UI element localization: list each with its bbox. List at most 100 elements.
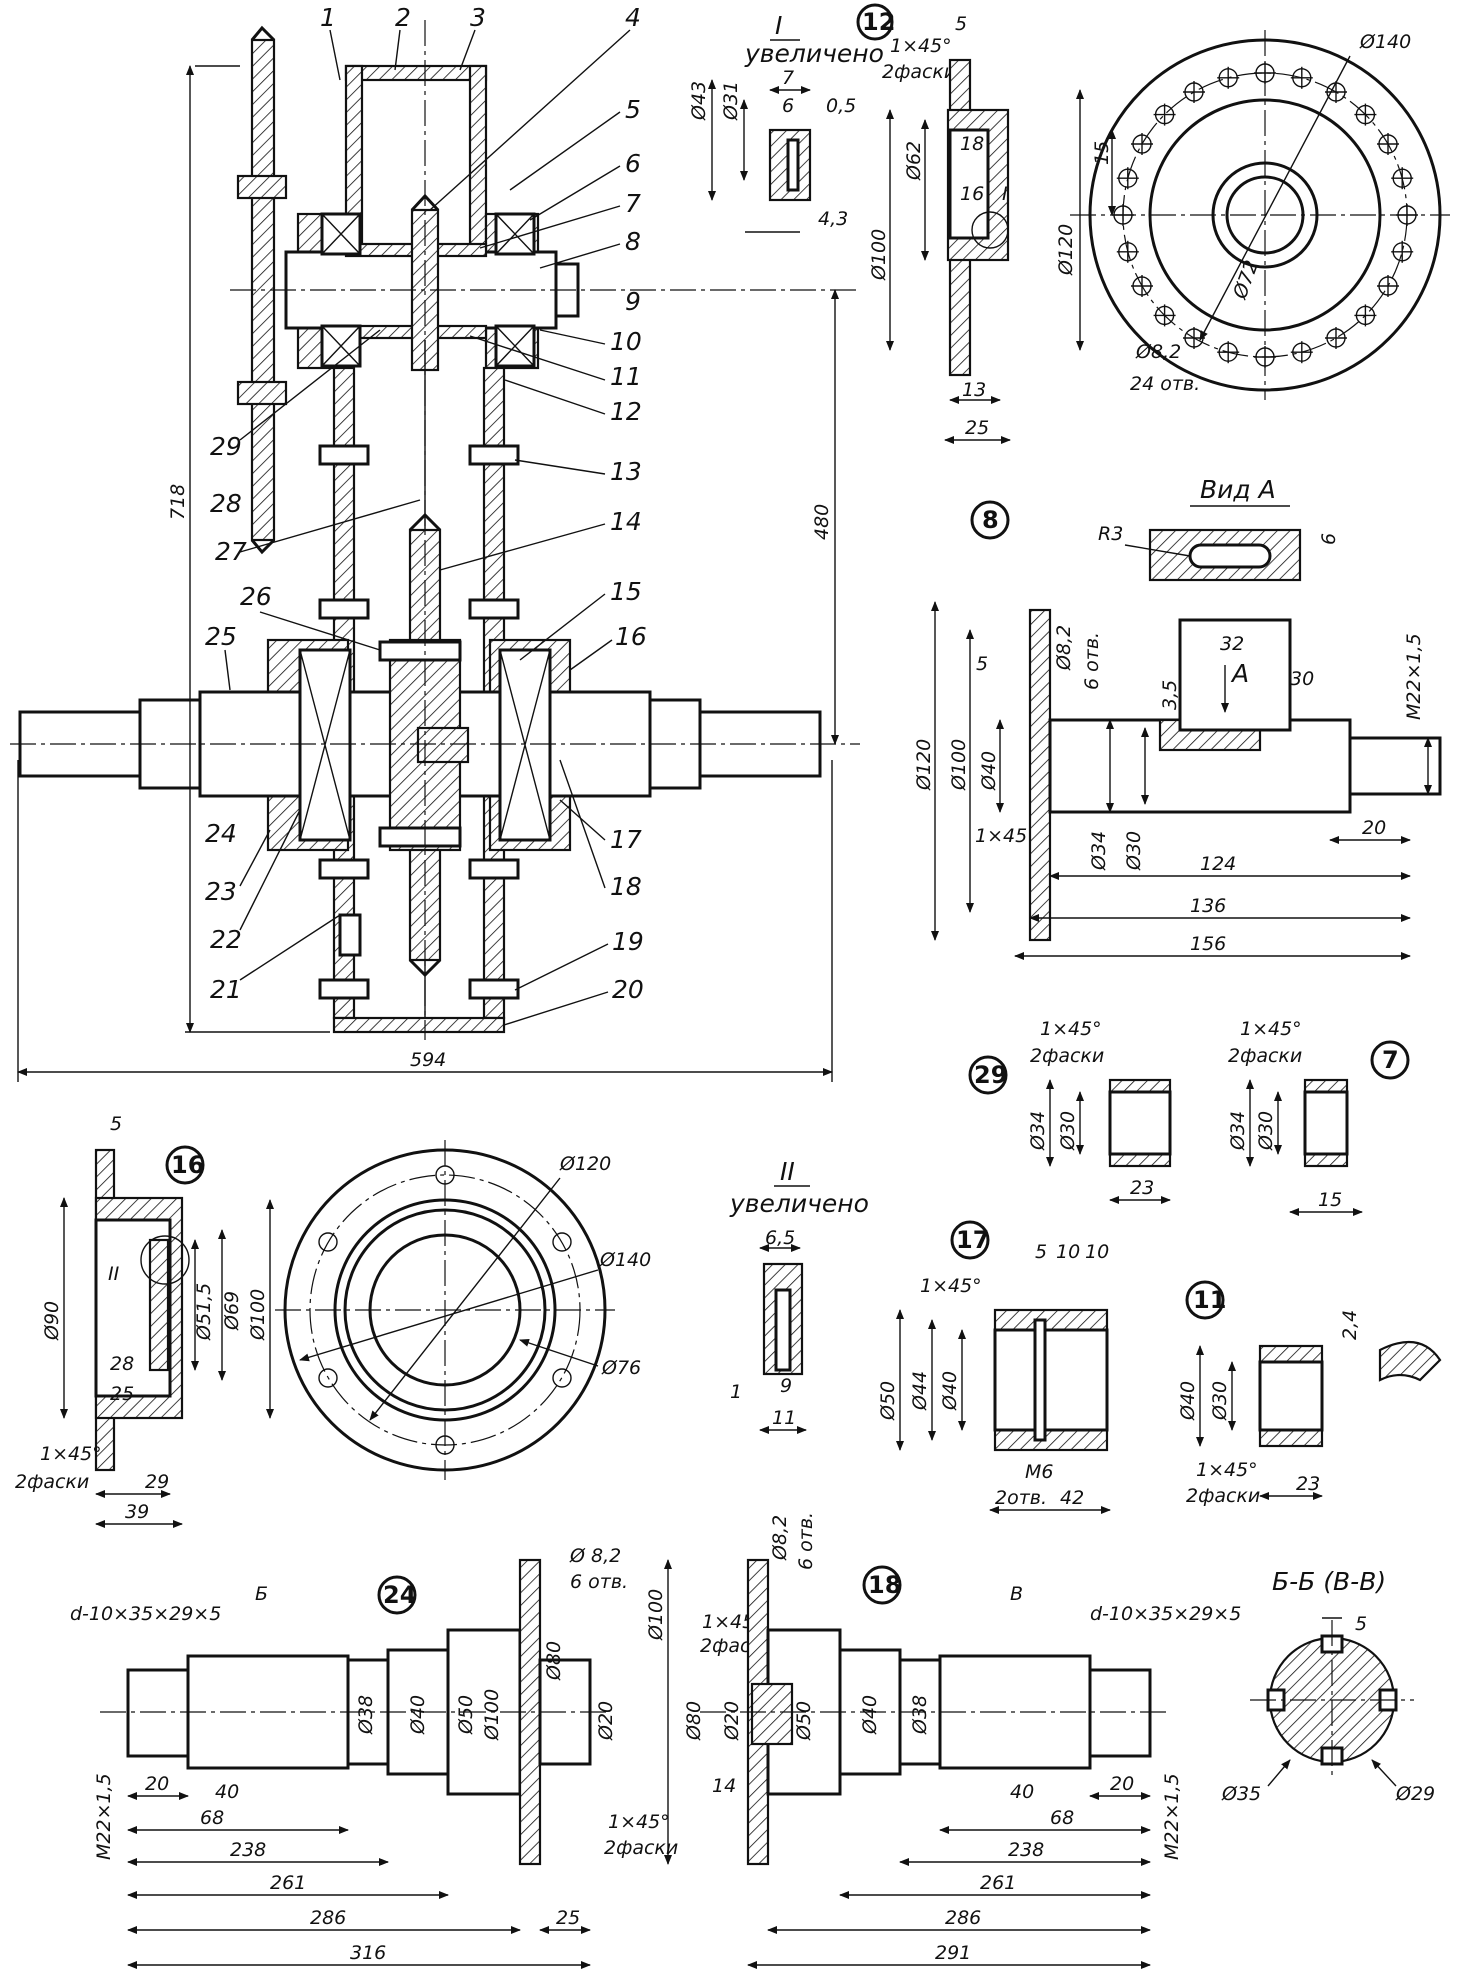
assembly-dim-718: 718	[167, 65, 330, 1033]
dim-4-3: 4,3	[818, 208, 848, 230]
callout-8	[970, 500, 1010, 540]
dim-7: 7	[782, 67, 794, 89]
dim-d50: Ø50	[877, 1381, 899, 1421]
len-15: 15	[1318, 1189, 1342, 1211]
part-29-bushing: 29 1×45° 2фаски Ø34 Ø30 23	[968, 1018, 1172, 1204]
dim-14: 14	[712, 1775, 736, 1797]
holes-6: 6 отв.	[570, 1571, 628, 1593]
dim-d8-2: Ø 8,2	[569, 1545, 621, 1567]
part-18-half-shaft: 18 Ø8,2 6 отв. 1×45° 2фаски Ø100 Ø80 Ø20…	[645, 1512, 1241, 1969]
dim-d40: Ø40	[978, 751, 1000, 791]
svg-text:17: 17	[956, 1226, 989, 1254]
chamfer-1x45: 1×45	[975, 825, 1027, 847]
holes-6: 6 отв.	[1081, 632, 1103, 690]
dim-480: 480	[811, 504, 833, 540]
dim-d35: Ø35	[1221, 1783, 1261, 1805]
dim-6: 6	[782, 95, 794, 117]
svg-text:8: 8	[982, 506, 999, 534]
chamfer-note-7: 2фаски	[1228, 1045, 1302, 1067]
leader-7: 7	[625, 189, 641, 218]
chamfer-17: 1×45°	[920, 1275, 982, 1297]
detail-1-enlarged: I увеличено 7 6 0,5 4,3 Ø43 Ø31	[688, 11, 884, 233]
dim-13: 13	[962, 379, 986, 401]
leader-20: 20	[612, 975, 644, 1004]
thread-m22: M22×1,5	[1161, 1773, 1183, 1860]
section-title: Б-Б (В-В)	[1272, 1567, 1386, 1596]
dim-25: 25	[965, 417, 989, 439]
dim-156: 156	[1190, 933, 1226, 955]
dim-9: 9	[780, 1375, 792, 1397]
dim-d76: Ø76	[601, 1357, 641, 1379]
chamfer-1x45: 1×45°	[890, 35, 952, 57]
holes-2: 2отв.	[995, 1487, 1047, 1509]
dim-40: 40	[1010, 1781, 1034, 1803]
dim-6: 6	[1318, 533, 1340, 545]
detail-1-subtitle: увеличено	[744, 39, 884, 68]
svg-text:11: 11	[1193, 1286, 1226, 1314]
dim-d120: Ø120	[913, 739, 935, 791]
dim-11: 11	[772, 1407, 796, 1429]
callout-18	[862, 1565, 902, 1605]
dim-d80: Ø80	[543, 1641, 565, 1681]
dim-20: 20	[1110, 1773, 1134, 1795]
section-mark-b: Б	[255, 1583, 268, 1605]
leader-11: 11	[610, 362, 642, 391]
dim-d100: Ø100	[481, 1689, 503, 1741]
detail-2-subtitle: увеличено	[729, 1189, 869, 1218]
leader-13: 13	[610, 457, 642, 486]
dim-5: 5	[1355, 1613, 1367, 1635]
dim-718: 718	[167, 484, 189, 520]
part-leaders: 1 2 3 4 5 6 7 8 9 10 11 12 13 14	[205, 3, 647, 1026]
leader-15: 15	[610, 577, 642, 606]
len-23: 23	[1130, 1177, 1154, 1199]
leader-10: 10	[610, 327, 642, 356]
dim-d140: Ø140	[599, 1249, 651, 1271]
leader-1: 1	[320, 3, 336, 32]
dim-0-5: 0,5	[826, 95, 856, 117]
dim-d20: Ø20	[721, 1701, 743, 1741]
chamfer-note: 2фаски	[604, 1837, 678, 1859]
dim-5: 5	[1035, 1241, 1047, 1263]
dim-d90: Ø90	[41, 1301, 63, 1341]
dim-6-5: 6,5	[765, 1227, 795, 1249]
dim-316: 316	[350, 1942, 386, 1964]
spline-section: Б-Б (В-В) 5 Ø35 Ø29	[1221, 1567, 1435, 1805]
leader-28: 28	[210, 489, 242, 518]
dim-d40: Ø40	[939, 1371, 961, 1411]
leader-16: 16	[615, 622, 647, 651]
dim-29: 29	[145, 1471, 169, 1493]
dim-d34: Ø34	[1088, 831, 1110, 871]
dim-d40: Ø40	[1177, 1381, 1199, 1421]
dim-d50: Ø50	[793, 1701, 815, 1741]
dim-d120: Ø120	[559, 1153, 611, 1175]
dim-5: 5	[955, 13, 967, 35]
dim-261: 261	[270, 1872, 306, 1894]
dim-d31: Ø31	[720, 81, 742, 121]
svg-text:7: 7	[1382, 1046, 1399, 1074]
svg-text:29: 29	[974, 1061, 1007, 1089]
dim-r3: R3	[1098, 523, 1123, 545]
dim-d140: Ø140	[1359, 31, 1411, 53]
leader-14: 14	[610, 507, 642, 536]
callout-17	[950, 1220, 990, 1260]
thread-m6: M6	[1025, 1461, 1053, 1483]
part-24-half-shaft: 24 d-10×35×29×5 Б Ø 8,2 6 отв. Ø38 Ø40 Ø…	[70, 1545, 678, 1969]
leader-9: 9	[625, 287, 641, 316]
detail-2-enlarged: II увеличено 6,5 1 9 11	[729, 1157, 869, 1434]
leader-18: 18	[610, 872, 642, 901]
spline-spec: d-10×35×29×5	[1090, 1603, 1241, 1625]
callout-16	[165, 1145, 205, 1185]
leader-21: 21	[210, 975, 242, 1004]
dim-d100: Ø100	[645, 1589, 667, 1641]
part-8-shaft: 8 Вид А R3 6 32 3,5 А 30 M22×1,5 Ø8,2 6 …	[913, 475, 1442, 960]
dim-68: 68	[1050, 1807, 1074, 1829]
leader-4: 4	[625, 3, 641, 32]
dim-2-4: 2,4	[1339, 1310, 1361, 1340]
upper-housing-top	[344, 64, 488, 82]
dim-25: 25	[556, 1907, 580, 1929]
dim-d100: Ø100	[247, 1289, 269, 1341]
leader-25: 25	[205, 622, 237, 651]
dim-d72: Ø72	[1229, 257, 1263, 302]
chamfer-1x45: 1×45°	[1196, 1459, 1258, 1481]
dim-16: 16	[960, 183, 984, 205]
